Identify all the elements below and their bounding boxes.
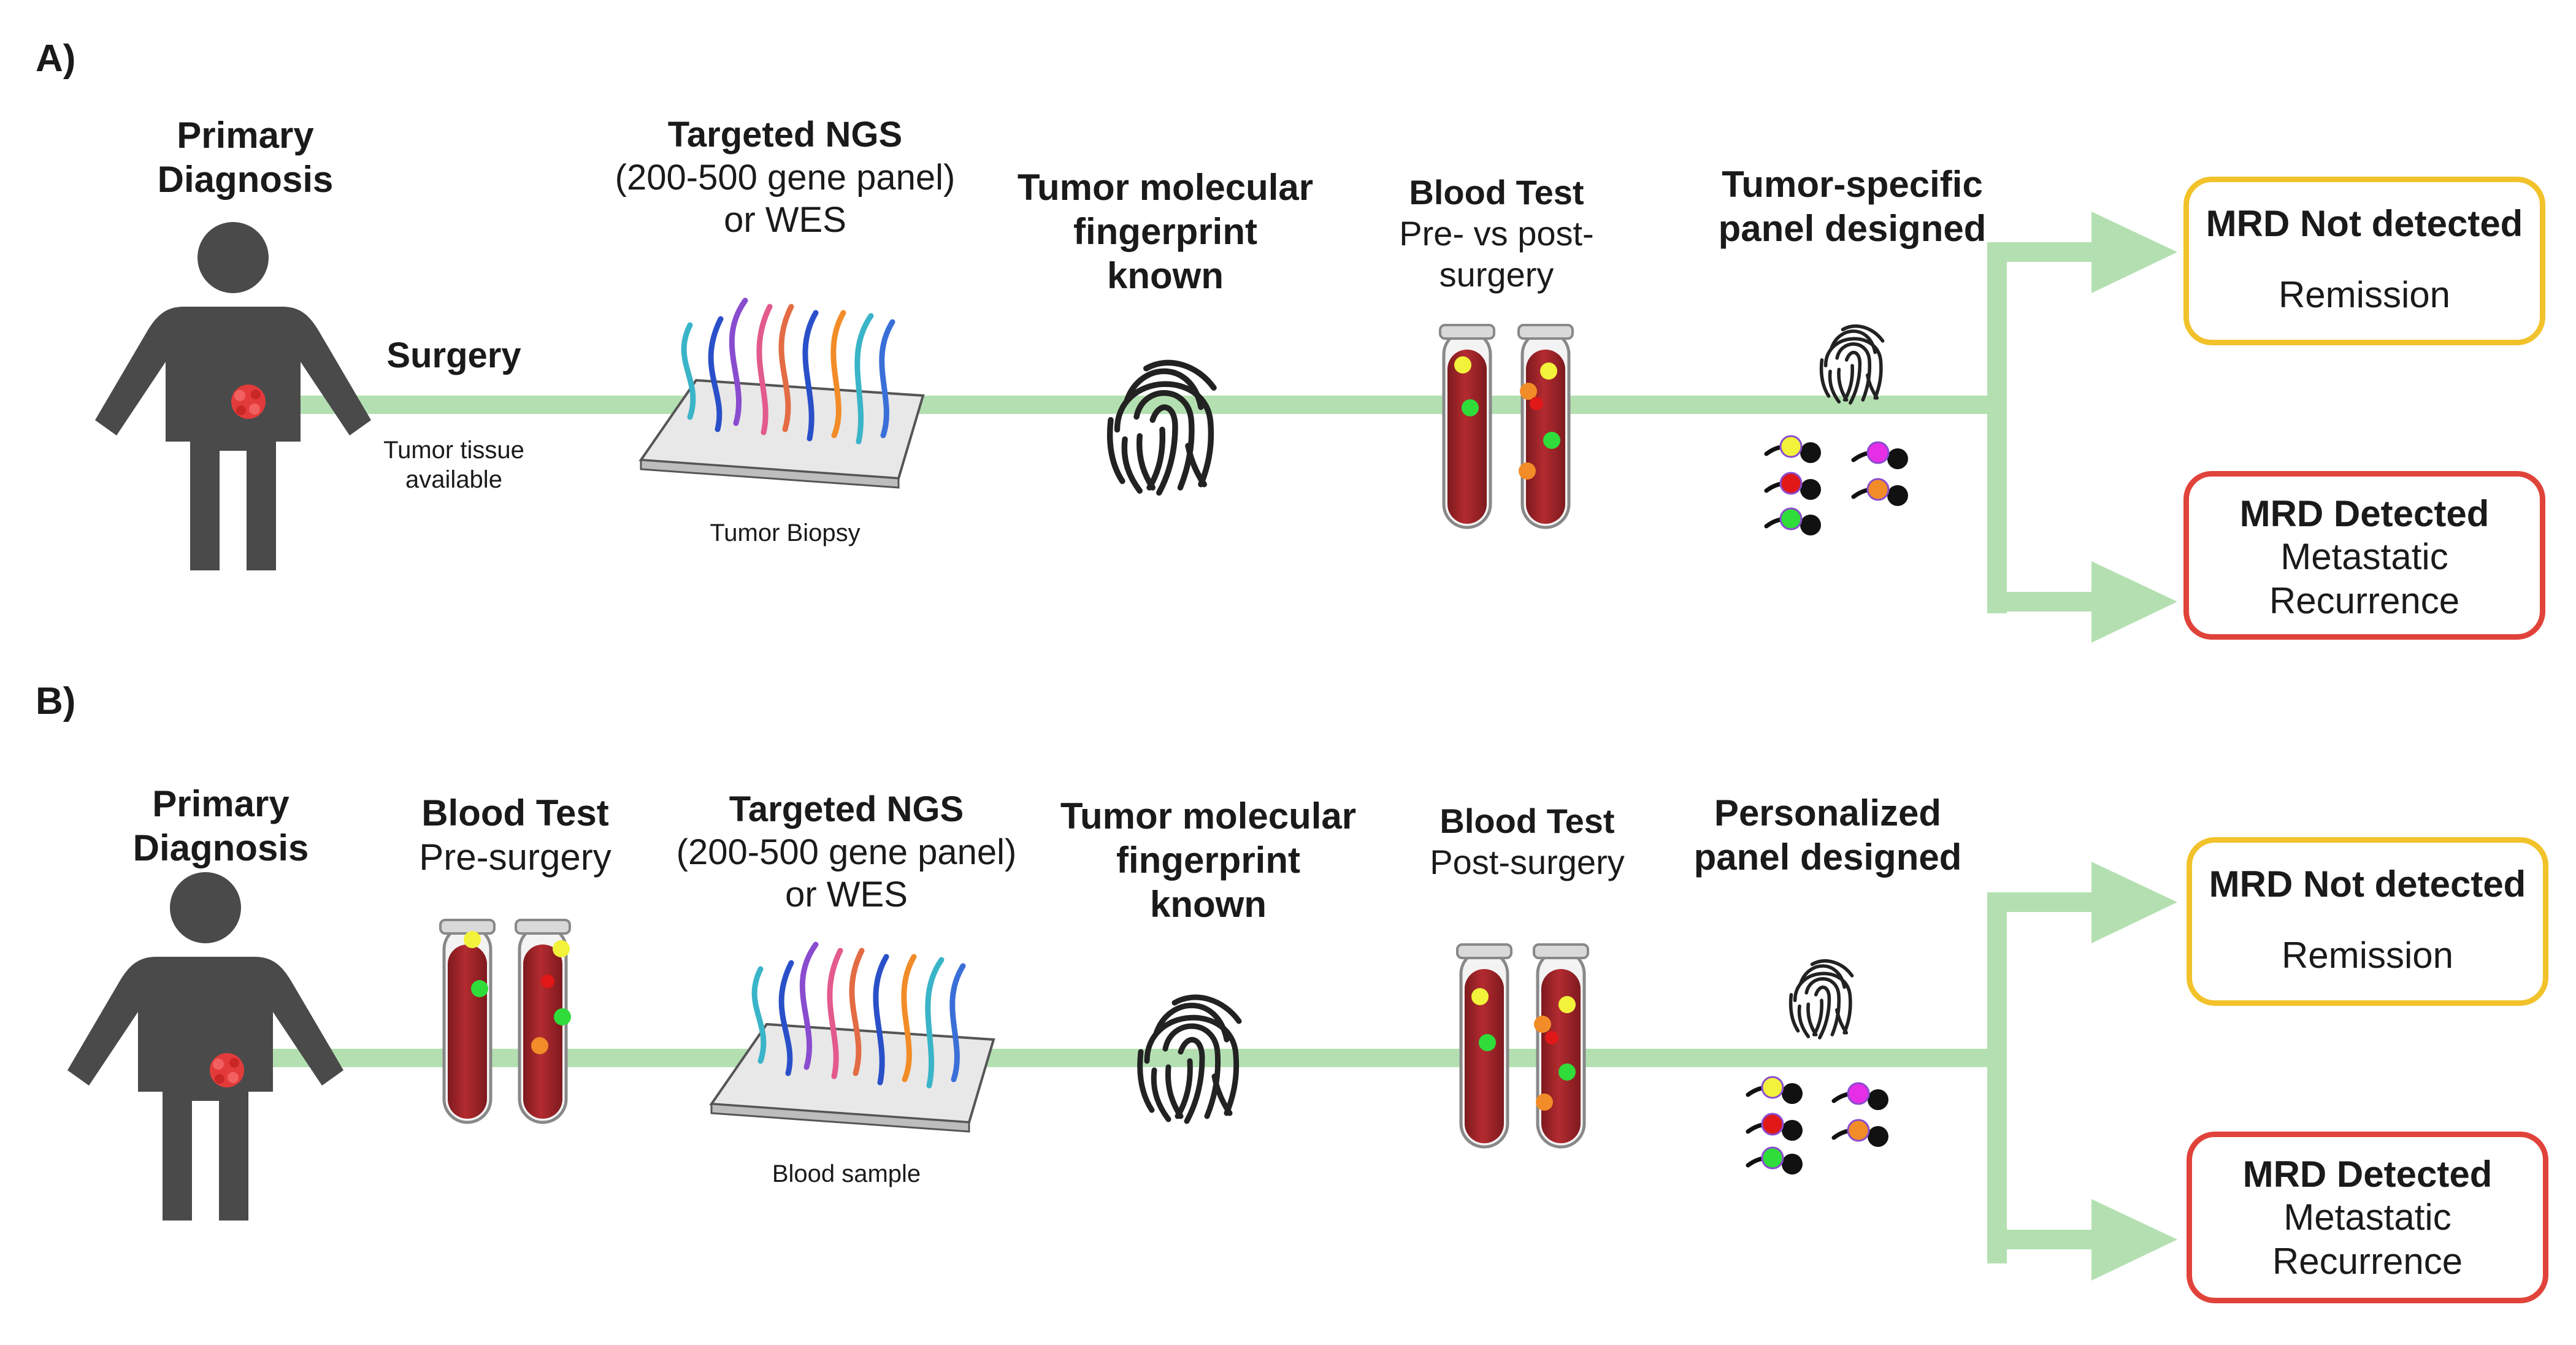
panel-b-mrd-not-detected: MRD Not detected [2209,864,2526,905]
panel-a-arrow-down [2091,561,2177,643]
panel-a-remission: Remission [2278,274,2451,315]
panel-a-letter: A) [36,37,76,80]
panel-a-biopsy-caption: Tumor Biopsy [710,519,861,546]
panel-b-ngs-label: Targeted NGS (200-500 gene panel)or WES [676,789,1017,915]
panel-b-mrd-detected: MRD Detected [2242,1154,2493,1195]
test-tube-icon [1519,325,1573,527]
panel-a-remission-box: MRD Not detected Remission [2183,177,2545,345]
test-tube-icon [1440,325,1494,527]
probe-set-icon [1748,1076,1888,1174]
panel-b-remission: Remission [2281,935,2454,976]
test-tube-icon [440,920,494,1122]
marker-green [554,1008,571,1025]
dna-slide-icon [641,301,923,488]
marker-green [1543,432,1560,449]
panel-b-remission-box: MRD Not detected Remission [2187,837,2548,1006]
marker-orange [531,1037,548,1054]
panel-b-blood-sample-caption: Blood sample [772,1160,921,1187]
panel-a-blood-test-label: Blood Test Pre- vs post-surgery [1399,173,1594,294]
panel-b-letter: B) [36,680,76,722]
panel-b-blood-test-pre-label: Blood Test Pre-surgery [419,792,611,878]
fingerprint-icon [1110,362,1214,492]
panel-b-arrow-up [2091,862,2177,943]
marker-yellow [553,940,570,957]
panel-a-graphics [95,212,2177,643]
marker-yellow [1471,988,1489,1005]
marker-red [1530,397,1543,410]
panel-a-ngs-label: Targeted NGS (200-500 gene panel)or WES [615,115,956,240]
panel-a-mrd-not-detected: MRD Not detected [2206,203,2523,244]
probe-set-icon [1766,435,1908,535]
marker-yellow [1454,356,1471,374]
panel-a-surgery-label: Surgery [386,335,521,375]
person-icon [67,872,343,1220]
marker-yellow [1540,362,1557,380]
marker-orange [1520,383,1537,400]
marker-green [1558,1063,1576,1081]
marker-orange [1536,1094,1553,1111]
fingerprint-small-icon [1822,326,1883,403]
panel-b-blood-test-post-label: Blood Test Post-surgery [1430,802,1625,882]
panel-a-arrow-up [2091,212,2177,293]
dna-slide-icon [711,945,994,1132]
tumor-icon [231,385,266,419]
marker-red [541,975,554,988]
marker-yellow [464,931,481,948]
marker-red [1545,1031,1558,1044]
panel-b-arrow-down [2091,1199,2177,1281]
panel-b-graphics [67,862,2177,1281]
panel-a-mrd-detected: MRD Detected [2239,493,2490,534]
marker-green [1462,399,1479,416]
marker-green [471,980,488,997]
panel-a-fork-stem [1987,245,2007,613]
marker-orange [1534,1016,1551,1033]
tumor-icon [210,1053,244,1087]
panel-b-fork-stem [1987,895,2007,1263]
marker-orange [1519,462,1536,480]
marker-yellow [1558,996,1576,1013]
fingerprint-small-icon [1791,961,1852,1038]
marker-green [1479,1034,1496,1051]
test-tube-icon [1534,945,1588,1147]
